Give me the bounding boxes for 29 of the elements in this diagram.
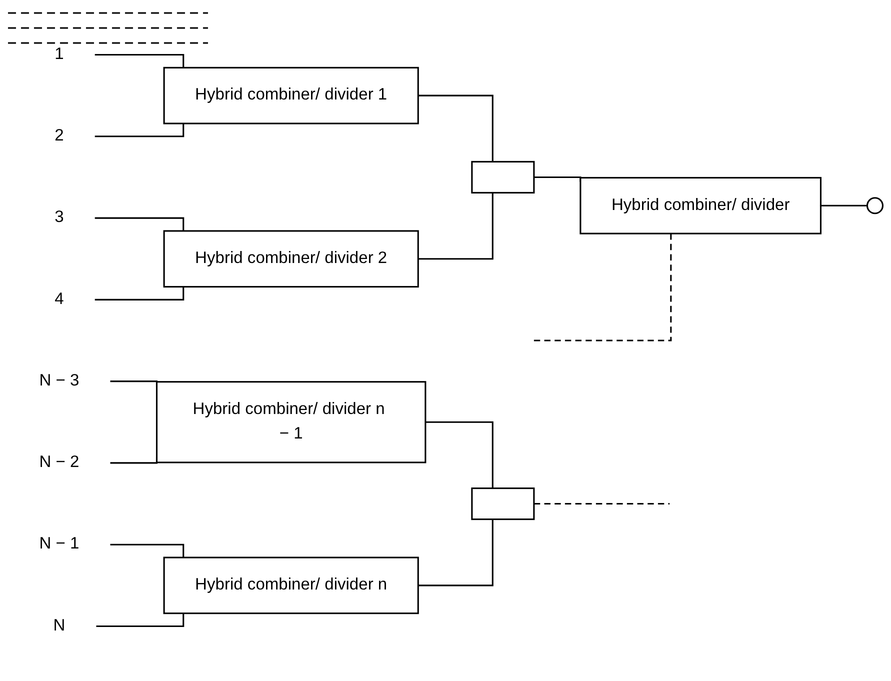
node-text: N [53,616,66,634]
connector [418,192,494,260]
node-text: 2 [54,127,64,145]
connector [418,519,494,586]
node-box: Hybrid combiner/ divider [580,176,822,234]
connector [94,54,184,68]
connector [94,286,184,300]
node-text: 3 [54,208,64,226]
node-circle [866,197,884,214]
node-box: Hybrid combiner/ divider 2 [163,230,419,288]
connector [94,123,184,138]
connector [96,613,184,627]
node-text: N − 3 [39,372,80,390]
connector [425,421,494,488]
node-text: N − 1 [39,535,80,553]
connector [534,503,670,505]
connector [820,204,868,206]
node-box [471,160,535,194]
node-box: Hybrid combiner/ divider n [163,556,419,614]
connector [110,544,184,558]
connector [418,94,494,162]
node-text: N − 2 [39,454,80,472]
connector [534,234,672,342]
connector [94,217,184,231]
node-box: Hybrid combiner/ divider n − 1 [156,381,426,464]
node-box: Hybrid combiner/ divider 1 [163,66,419,124]
node-box [471,488,535,520]
node-text: 4 [54,290,64,308]
node-text: 1 [54,45,64,64]
